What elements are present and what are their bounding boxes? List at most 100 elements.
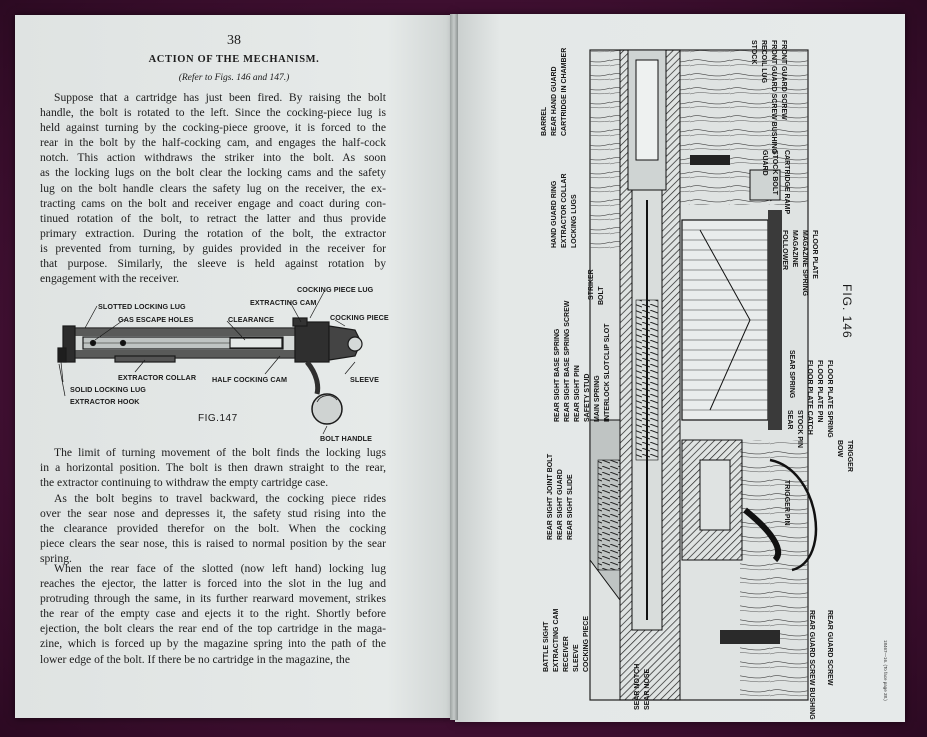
text-line: notch. This action withdraws the striker…	[40, 151, 386, 165]
label-safety-stud: SAFETY STUD	[584, 373, 591, 423]
text-line: over the sear nose and depresses it, the…	[40, 507, 386, 521]
label-trigger-pin: TRIGGER PIN	[783, 480, 790, 526]
printer-note: 18467—16. (To face page 38.)	[883, 640, 888, 701]
text-line: When the rear face of the slotted (now l…	[54, 562, 386, 575]
text-line: held against turning by the cocking-piec…	[40, 121, 386, 135]
label-magazine: MAGAZINE	[791, 230, 798, 268]
label-bow: BOW	[836, 440, 843, 458]
label-trigger: TRIGGER	[846, 440, 853, 472]
label-sear-nose: SEAR NOSE	[644, 668, 651, 710]
text-line: As the bolt begins to travel backward, t…	[54, 492, 386, 505]
label-cartridge-in-chamber: CARTRIDGE IN CHAMBER	[561, 47, 568, 136]
paragraph-1: Suppose that a cartridge has just been f…	[40, 90, 386, 286]
figure-reference: (Refer to Figs. 146 and 147.)	[178, 73, 290, 83]
fig146-caption: FIG. 146	[840, 284, 854, 339]
fig147-bolt-diagram	[57, 289, 363, 435]
text-line: the rear of the empty case and ejects it…	[40, 607, 386, 621]
label-cartridge-ramp: CARTRIDGE RAMP	[783, 150, 790, 215]
label-rear-sight-pin: REAR SIGHT PIN	[574, 365, 581, 422]
text-line: tracting cams on the bolt and receiver e…	[40, 196, 386, 210]
label-floor-plate: FLOOR PLATE	[811, 230, 818, 279]
text-line: tinued rotation of the bolt, to retract …	[40, 211, 386, 225]
label-extractor-hook: EXTRACTOR HOOK	[70, 397, 140, 406]
label-rear-sight-guard: REAR SIGHT GUARD	[557, 469, 564, 540]
label-hand-guard-ring: HAND GUARD RING	[551, 180, 558, 248]
label-guard: GUARD	[761, 150, 768, 176]
label-striker: STRIKER	[588, 269, 595, 300]
text-line: spring.	[40, 552, 72, 566]
label-rear-guard-screw-bushing: REAR GUARD SCREW BUSHING	[808, 610, 815, 720]
label-cocking-piece-lug: COCKING PIECE LUG	[297, 285, 374, 294]
label-clearance: CLEARANCE	[228, 315, 275, 324]
book-gutter	[450, 14, 458, 720]
label-stock: STOCK	[750, 40, 757, 65]
text-line: in a horizontal position. The bolt is th…	[40, 461, 386, 475]
label-main-spring: MAIN SPRING	[594, 375, 601, 422]
label-receiver: RECEIVER	[563, 636, 570, 672]
text-line: lug on the bolt handle clears the safety…	[40, 181, 386, 195]
label-rear-sight-joint-bolt: REAR SIGHT JOINT BOLT	[547, 453, 554, 540]
paragraph-2: The limit of turning movement of the bol…	[40, 445, 386, 490]
label-rear-sight-base-spring: REAR SIGHT BASE SPRING	[554, 328, 561, 422]
paragraph-3: As the bolt begins to travel backward, t…	[40, 491, 386, 566]
label-front-guard-screw-bushing: FRONT GUARD SCREW BUSHING	[770, 40, 777, 154]
label-stock-pin: STOCK PIN	[796, 410, 803, 448]
text-line: lower edge of the bolt. If there be no c…	[40, 652, 351, 666]
label-interlock-slot: INTERLOCK SLOT	[604, 360, 611, 422]
section-title: ACTION OF THE MECHANISM.	[148, 54, 320, 65]
label-locking-lugs: LOCKING LUGS	[571, 194, 578, 248]
page-number: 38	[227, 33, 241, 48]
label-cocking-piece-146: COCKING PIECE	[583, 615, 590, 672]
label-extracting-cam: EXTRACTING CAM	[250, 298, 317, 307]
text-line: piece clears the sear nose, this is rais…	[40, 537, 386, 551]
label-battle-sight: BATTLE SIGHT	[543, 621, 550, 672]
label-solid-locking-lug: SOLID LOCKING LUG	[70, 385, 146, 394]
label-front-guard-screw: FRONT GUARD SCREW	[780, 40, 787, 120]
label-floor-plate-spring: FLOOR PLATE SPRING	[826, 360, 833, 438]
fig146-rifle-cross-section	[589, 49, 818, 701]
label-sear-notch: SEAR NOTCH	[634, 663, 641, 710]
label-bolt-handle: BOLT HANDLE	[320, 434, 373, 443]
label-cocking-piece: COCKING PIECE	[330, 313, 389, 322]
label-sear: SEAR	[786, 410, 793, 430]
label-rear-sight-base-spring-screw: REAR SIGHT BASE SPRING SCREW	[564, 300, 571, 422]
text-line: the extractor continuing to withdraw the…	[40, 476, 329, 490]
label-floor-plate-pin: FLOOR PLATE PIN	[816, 360, 823, 423]
label-floor-plate-catch: FLOOR PLATE CATCH	[806, 360, 813, 435]
text-line: protruding through the same, in its furt…	[40, 592, 386, 606]
paragraph-4: When the rear face of the slotted (now l…	[40, 561, 386, 667]
label-rear-hand-guard: REAR HAND GUARD	[551, 66, 558, 136]
label-bolt: BOLT	[598, 286, 605, 305]
text-line: is prevented from turning, by guides pro…	[40, 241, 386, 255]
label-extractor-collar: EXTRACTOR COLLAR	[118, 373, 197, 382]
label-slotted-locking-lug: SLOTTED LOCKING LUG	[98, 302, 186, 311]
text-line: as the locking lugs on the bolt clear th…	[40, 166, 386, 180]
text-line: the clearance provided therefor on the b…	[40, 522, 386, 536]
label-sleeve-146: SLEEVE	[573, 644, 580, 672]
text-line: rear in the bolt by the half-cocking cam…	[40, 136, 386, 150]
label-stock-bolt: STOCK BOLT	[771, 150, 778, 195]
left-page	[15, 15, 453, 718]
text-line: Suppose that a cartridge has just been f…	[54, 91, 386, 104]
label-half-cocking-cam: HALF COCKING CAM	[212, 375, 288, 384]
text-line: that purpose. Similarly, the sleeve is h…	[40, 257, 386, 271]
text-line: The limit of turning movement of the bol…	[54, 446, 386, 459]
label-sleeve: SLEEVE	[350, 375, 379, 384]
text-line: ejection, the bolt clears the rear end o…	[40, 622, 386, 636]
label-barrel: BARREL	[541, 106, 548, 136]
fig147-caption: FIG.147	[198, 413, 238, 424]
label-clip-slot: CLIP SLOT	[604, 323, 611, 360]
text-line: engagement with the receiver.	[40, 272, 180, 286]
label-extracting-cam-146: EXTRACTING CAM	[553, 608, 560, 672]
label-recoil-lug: RECOIL LUG	[760, 40, 767, 84]
text-line: zine, which is forced up by the magazine…	[40, 637, 386, 651]
label-follower: FOLLOWER	[781, 230, 788, 271]
label-gas-escape-holes: GAS ESCAPE HOLES	[118, 315, 194, 324]
label-rear-sight-slide: REAR SIGHT SLIDE	[567, 474, 574, 540]
label-extractor-collar: EXTRACTOR COLLAR	[561, 173, 568, 248]
text-line: primary extraction. During the rotation …	[40, 226, 386, 240]
text-line: reaches the ejector, the latter is force…	[40, 577, 386, 591]
label-sear-spring: SEAR SPRING	[788, 350, 795, 399]
text-line: handle, the bolt is rotated to the left.…	[40, 106, 386, 120]
